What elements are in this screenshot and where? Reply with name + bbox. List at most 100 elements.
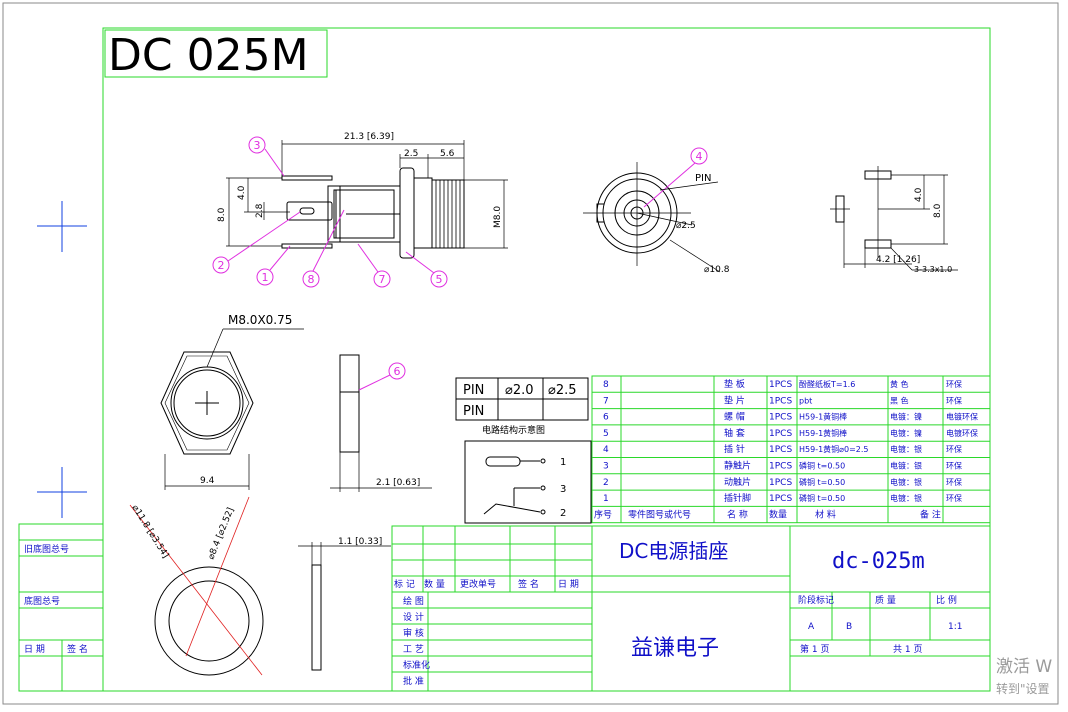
role-label: 批 准	[403, 675, 424, 687]
bom-cell-qty: 1PCS	[769, 396, 792, 406]
watermark-line-2: 转到"设置	[996, 682, 1050, 696]
company-name: 益谦电子	[631, 636, 719, 661]
stage-header: 比 例	[936, 594, 957, 606]
bom-header-name: 名 称	[727, 508, 748, 520]
washer-view	[129, 496, 264, 676]
page-title-box: DC 025M	[108, 28, 324, 81]
activation-watermark: 激活 W 转到"设置	[996, 652, 1052, 697]
callout-3: 3	[254, 139, 261, 152]
nut-side-callout	[358, 362, 406, 391]
front-view	[583, 162, 721, 273]
pin-table-header-d20: ⌀2.0	[505, 383, 534, 398]
bom-cell-remark: 电镀环保	[946, 412, 978, 422]
bom-cell-remark: 环保	[946, 444, 962, 454]
rev-header: 签 名	[518, 578, 539, 590]
circuit-pin-3: 3	[560, 484, 566, 495]
bom-cell-name: 插 针	[724, 443, 745, 455]
bom-header-qty: 数量	[769, 508, 787, 520]
bom-cell-material: 磷铜 t=0.50	[799, 477, 845, 487]
role-label: 设 计	[403, 611, 424, 623]
bom-outline	[591, 375, 991, 524]
dim-overall-length: 21.3 [6.39]	[344, 132, 394, 142]
page-title: DC 025M	[108, 30, 309, 81]
pin-table-row-pin: PIN	[463, 404, 484, 419]
pin-footprint-view	[830, 166, 958, 271]
dim-thread-size: M8.0	[493, 206, 503, 228]
title-block-text: 标 记数 量更改单号签 名日 期绘 图设 计审 核工 艺标准化批 准阶段标记质 …	[394, 578, 962, 687]
bom-cell-name: 静触片	[724, 460, 751, 472]
pin-footprint-dimensions: 4.0 8.0 4.2 [1.26] 3-3.3x1.0	[876, 187, 952, 274]
dim-pin-diameter: ⌀2.5	[676, 221, 696, 231]
bom-cell-name: 轴 套	[724, 427, 745, 439]
bom-cell-name: 垫 板	[724, 378, 745, 390]
callout-4: 4	[696, 150, 703, 163]
pin-table-header-pin: PIN	[463, 383, 484, 398]
callout-2: 2	[218, 259, 225, 272]
callout-1: 1	[262, 271, 269, 284]
bom-cell-spec: 黑 色	[890, 395, 909, 405]
circuit-pin-2: 2	[560, 508, 566, 519]
dim-pin-pitch: 8.0	[933, 203, 943, 218]
role-label: 标准化	[403, 659, 430, 671]
left-panel-labels: 旧底图总号 底图总号 日 期 签 名	[24, 543, 88, 655]
pin-label: PIN	[695, 173, 711, 184]
sheet-number: 第 1 页	[800, 643, 829, 655]
bom-cell-spec: 电镀：镍	[890, 412, 922, 422]
bom-cell-spec: 电镀：银	[890, 444, 922, 454]
side-view-callouts	[212, 136, 448, 288]
bom-cell-qty: 1PCS	[769, 429, 792, 439]
bom-cell-remark: 环保	[946, 461, 962, 471]
bom-cell-remark: 环保	[946, 379, 962, 389]
bom-cell-name: 垫 片	[724, 394, 745, 406]
circuit-pin-1: 1	[560, 457, 566, 468]
dim-pin-height: 2.8	[255, 203, 265, 218]
bom-header-remark: 备 注	[920, 508, 941, 520]
bom-cell-spec: 电镀：镍	[890, 428, 922, 438]
title-block-grid	[391, 525, 991, 692]
washer-side-view	[298, 542, 391, 671]
role-label: 工 艺	[403, 644, 424, 655]
callout-8: 8	[308, 273, 315, 286]
bom-cell-qty: 1PCS	[769, 478, 792, 488]
front-view-callout	[643, 147, 708, 208]
nut-width-dim: 9.4	[200, 476, 215, 486]
left-label-signature: 签 名	[67, 643, 88, 655]
bom-cell-no: 1	[603, 494, 609, 504]
bom-header-part: 零件图号或代号	[628, 508, 691, 520]
callout-6: 6	[394, 365, 401, 378]
bom-cell-no: 8	[603, 380, 609, 390]
rev-header: 数 量	[424, 578, 445, 590]
role-label: 审 核	[403, 627, 424, 639]
nut-thread-label: M8.0X0.75	[228, 313, 292, 327]
bom-cell-remark: 环保	[946, 477, 962, 487]
left-label-old-drawing: 旧底图总号	[24, 543, 69, 555]
bom-cell-remark: 环保	[946, 493, 962, 503]
bom-cell-name: 插针脚	[724, 492, 751, 504]
bom-cell-remark: 环保	[946, 395, 962, 405]
bom-cell-material: pbt	[799, 396, 812, 405]
product-name: DC电源插座	[619, 539, 728, 563]
washer-thickness-dim: 1.1 [0.33]	[338, 537, 382, 547]
stage-value: A	[808, 622, 815, 632]
nut-view	[160, 328, 304, 490]
rev-header: 更改单号	[460, 578, 496, 590]
side-view-callout-numbers: 3 2 1 8 7 5	[218, 139, 443, 286]
circuit-title: 电路结构示意图	[482, 424, 545, 436]
rev-header: 日 期	[558, 579, 579, 590]
bom-cell-qty: 1PCS	[769, 445, 792, 455]
bom-cell-qty: 1PCS	[769, 462, 792, 472]
bom-cell-material: 磷铜 t=0.50	[799, 461, 845, 471]
callout-5: 5	[436, 273, 443, 286]
bom-cell-no: 6	[603, 413, 609, 423]
sheet-total: 共 1 页	[893, 644, 922, 655]
stage-header: 阶段标记	[798, 594, 834, 606]
dim-pin-offset: 4.2 [1.26]	[876, 255, 920, 265]
rev-header: 标 记	[394, 578, 415, 590]
circuit-pin-numbers: 1 3 2	[560, 457, 566, 519]
paper-border	[2, 2, 1059, 705]
bom-header-no: 序号	[594, 508, 612, 520]
left-label-date: 日 期	[24, 644, 45, 655]
bom-cell-qty: 1PCS	[769, 494, 792, 504]
